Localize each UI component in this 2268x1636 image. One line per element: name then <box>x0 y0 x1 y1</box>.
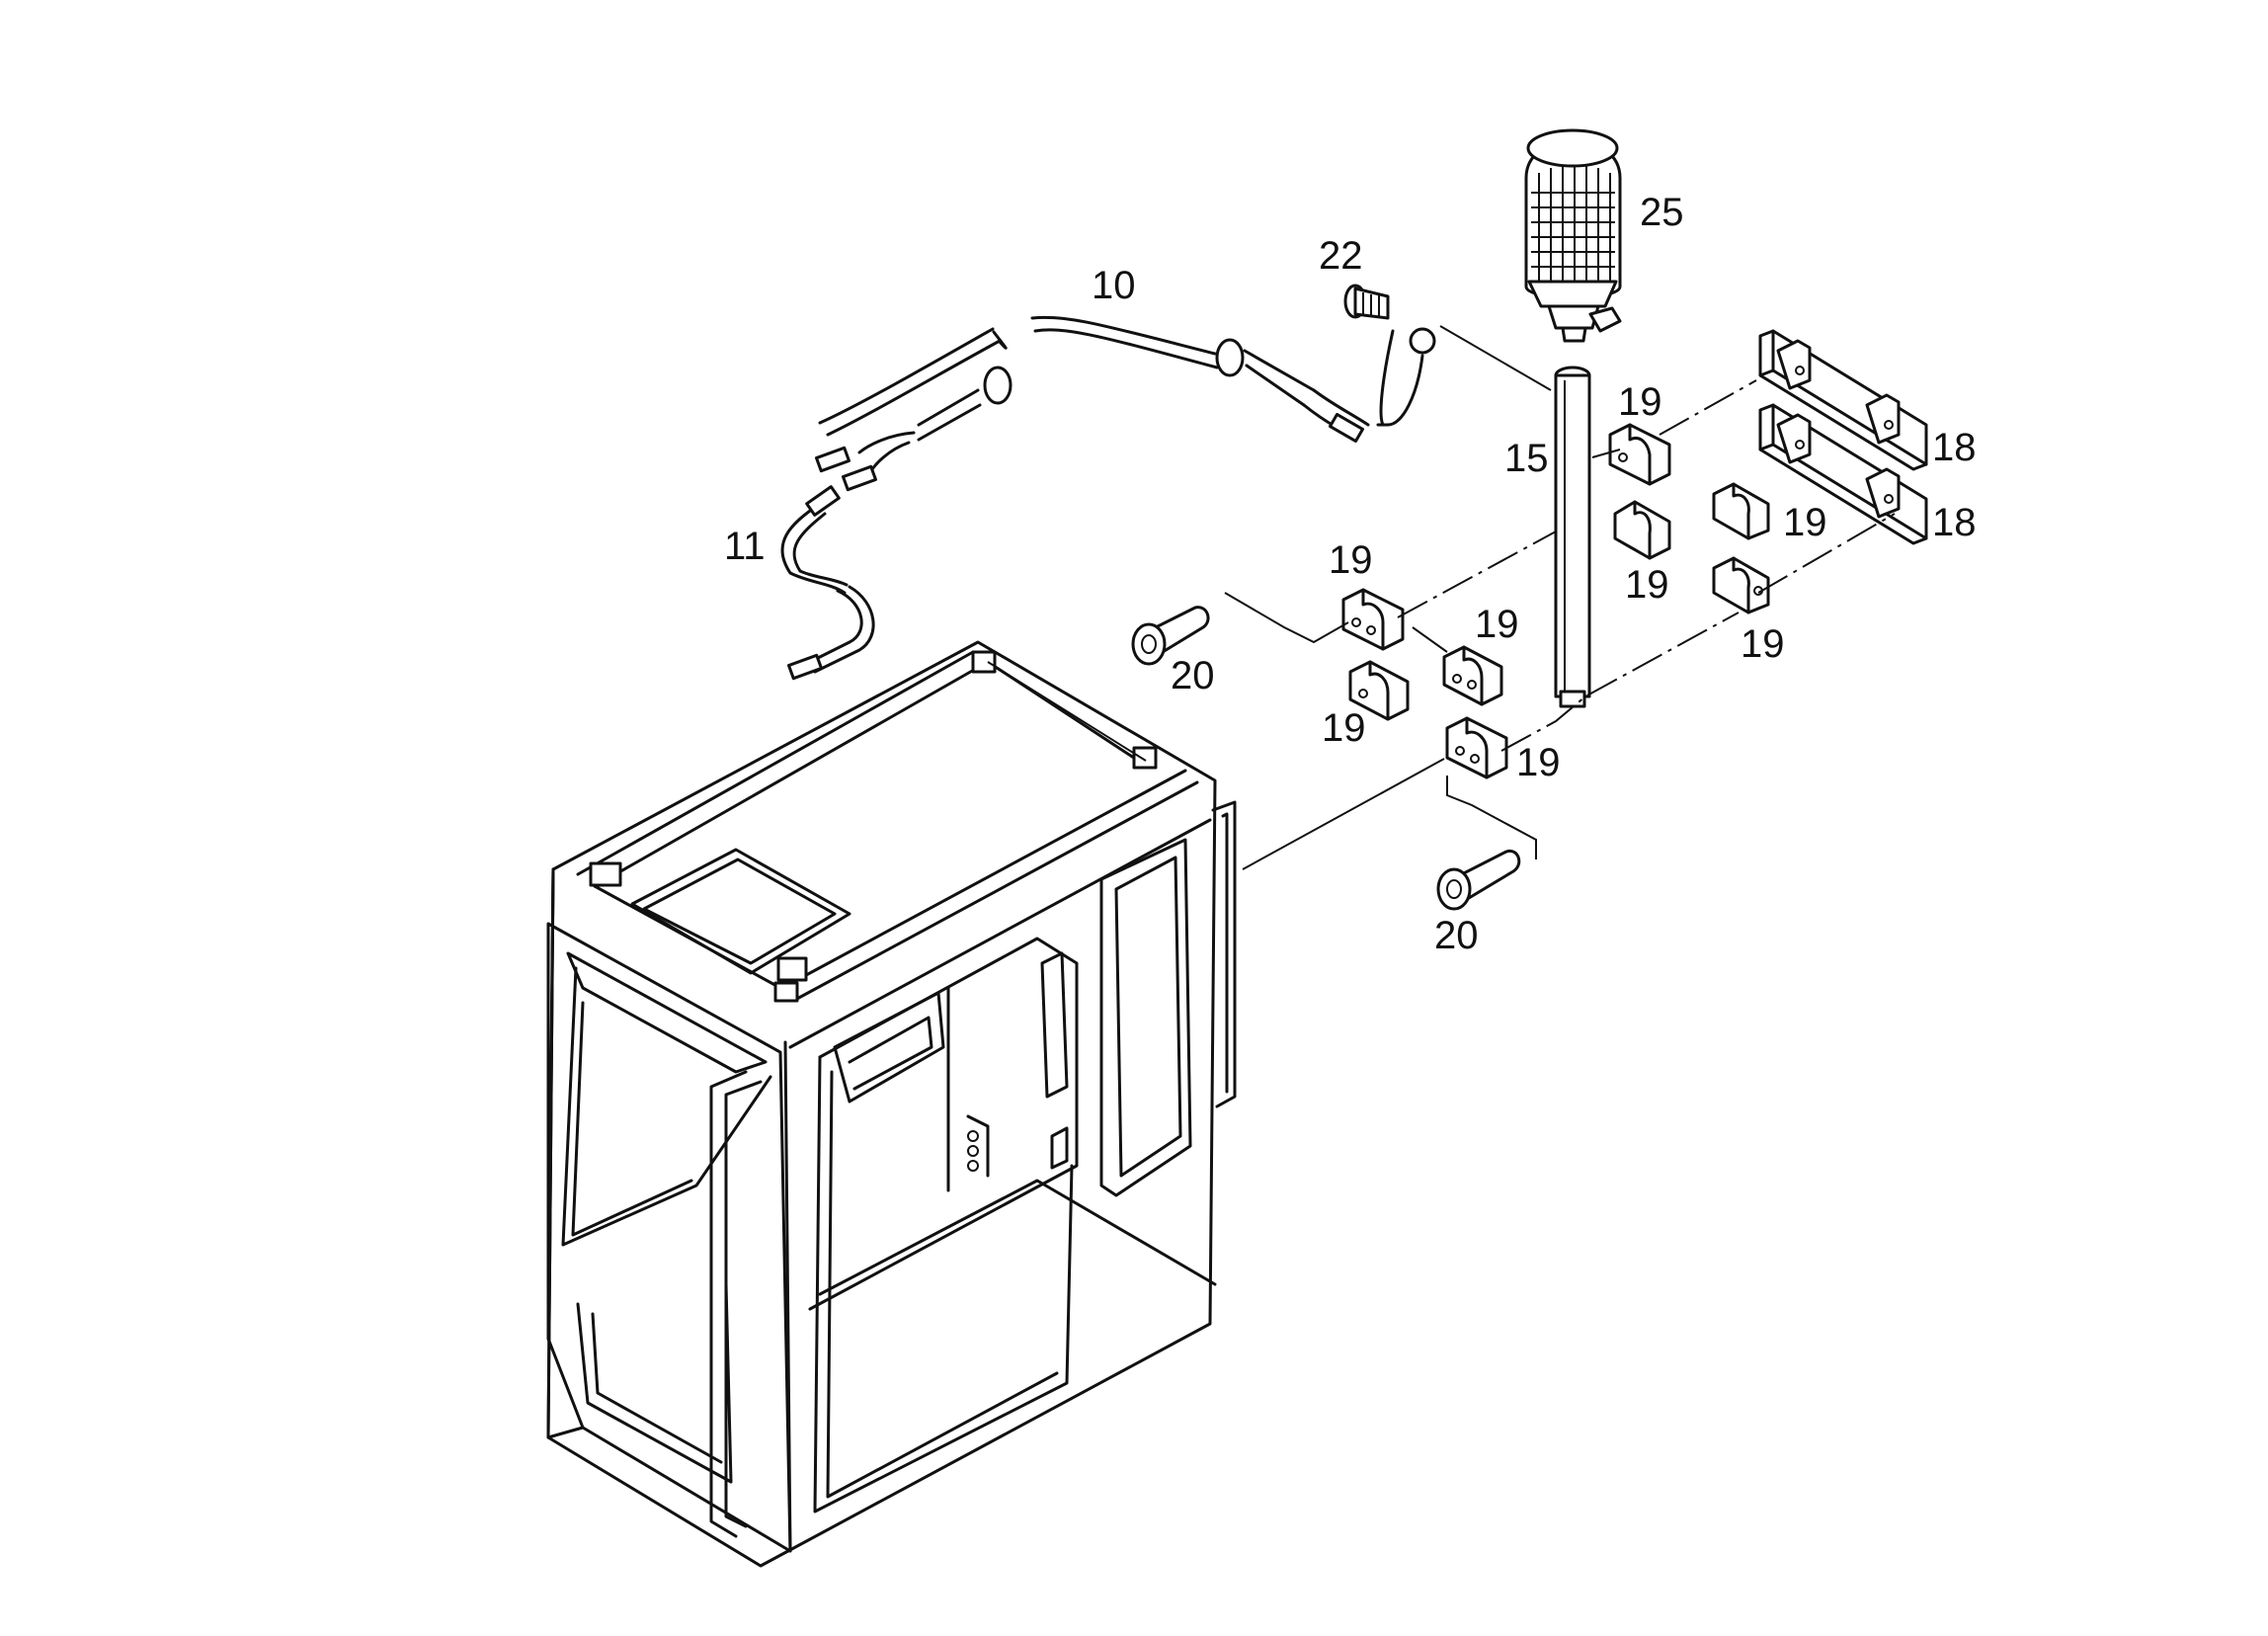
label-20-lower: 20 <box>1434 914 1479 957</box>
clamp-19 <box>1348 660 1410 721</box>
label-19-right-low: 19 <box>1741 622 1785 666</box>
cab-frame <box>546 640 1237 1568</box>
label-20-upper: 20 <box>1171 654 1215 697</box>
bolt-22 <box>1343 284 1390 320</box>
clamp-19 <box>1608 423 1671 486</box>
clamp-19 <box>1712 556 1770 614</box>
clamp-19 <box>1445 716 1508 779</box>
label-25: 25 <box>1640 191 1684 234</box>
part-labels: 10 11 22 25 15 18 18 19 19 19 19 19 19 1… <box>724 191 1977 957</box>
label-10: 10 <box>1092 264 1136 307</box>
plate-18-upper <box>1758 329 1928 471</box>
label-19-left-upper: 19 <box>1329 538 1373 582</box>
clamp-19 <box>1712 482 1770 540</box>
cab-mount-blocks <box>589 650 1158 1003</box>
clamps-19 <box>1341 423 1770 779</box>
label-18-lower: 18 <box>1932 501 1977 544</box>
label-19-center: 19 <box>1625 563 1669 607</box>
wiring-harness-10 <box>815 315 1436 492</box>
plate-18-lower <box>1758 403 1928 545</box>
label-19-mid-lower: 19 <box>1516 741 1561 784</box>
label-11: 11 <box>724 525 766 568</box>
label-22: 22 <box>1319 234 1363 278</box>
clamp-19 <box>1442 645 1503 706</box>
beacon-25 <box>1524 128 1622 343</box>
clamp-19 <box>1341 588 1405 651</box>
label-19-top: 19 <box>1618 380 1662 424</box>
label-18-upper: 18 <box>1932 426 1977 469</box>
wire-11 <box>780 485 875 681</box>
bolt-20-lower <box>1436 849 1521 911</box>
bolt-20-upper <box>1131 606 1210 666</box>
label-15: 15 <box>1504 437 1549 480</box>
mast-15 <box>1554 366 1591 708</box>
label-19-left-lower: 19 <box>1322 706 1366 750</box>
assembly-lines <box>987 325 1896 870</box>
label-19-mid-upper: 19 <box>1475 603 1519 646</box>
clamp-19 <box>1613 500 1671 560</box>
label-19-right-mid: 19 <box>1783 501 1827 544</box>
